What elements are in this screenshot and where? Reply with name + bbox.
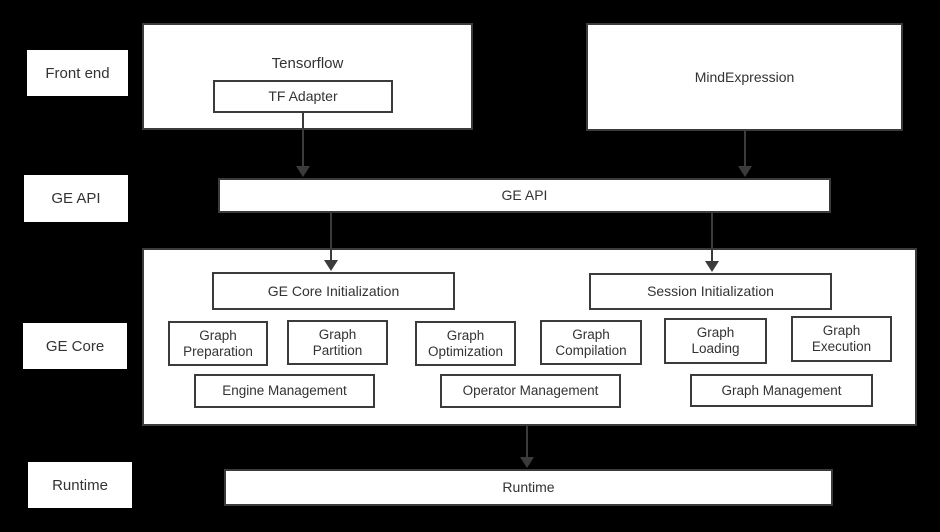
layer-label-front-end: Front end [27, 50, 128, 96]
graph-optimization-box: Graph Optimization [415, 321, 516, 366]
graph-execution-box: Graph Execution [791, 316, 892, 362]
down-arrow-mindexpression-to-ge-api [738, 131, 752, 177]
tensorflow-label: Tensorflow [271, 55, 344, 72]
layer-label-ge-api: GE API [24, 175, 128, 222]
session-initialization-box: Session Initialization [589, 273, 832, 310]
graph-loading-box: Graph Loading [664, 318, 767, 364]
down-arrow-ge-api-to-session-initialization [705, 213, 719, 272]
runtime-bar: Runtime [224, 469, 833, 506]
layer-label-ge-core: GE Core [23, 323, 127, 369]
down-arrow-tf-adapter-to-ge-api [296, 113, 310, 177]
down-arrow-ge-core-to-runtime [520, 426, 534, 468]
layer-label-runtime: Runtime [28, 462, 132, 508]
ge-api-bar: GE API [218, 178, 831, 213]
tensorflow-box: Tensorflow TF Adapter [142, 23, 473, 130]
mindexpression-box: MindExpression [586, 23, 903, 131]
tf-adapter-box: TF Adapter [213, 80, 393, 113]
operator-management-box: Operator Management [440, 374, 621, 408]
ge-core-initialization-box: GE Core Initialization [212, 272, 455, 310]
graph-partition-box: Graph Partition [287, 320, 388, 365]
engine-management-box: Engine Management [194, 374, 375, 408]
down-arrow-ge-api-to-ge-core-initialization [324, 213, 338, 271]
ge-core-box: GE Core Initialization Session Initializ… [142, 248, 917, 426]
graph-management-box: Graph Management [690, 374, 873, 407]
graph-preparation-box: Graph Preparation [168, 321, 268, 366]
graph-compilation-box: Graph Compilation [540, 320, 642, 365]
